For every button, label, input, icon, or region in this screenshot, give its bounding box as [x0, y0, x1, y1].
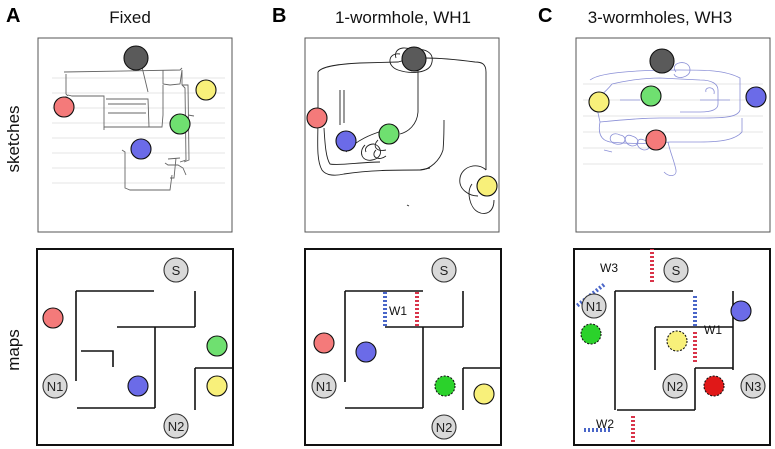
walls-c: [614, 290, 734, 411]
ball-yellow-map-b: [473, 383, 495, 405]
ball-red-map-b: [313, 332, 335, 354]
node-n2-b: N2: [431, 414, 457, 440]
panel-title-c: 3-wormholes, WH3: [588, 8, 733, 27]
svg-text:N2: N2: [436, 420, 453, 435]
ball-red-hidden-map-c: [703, 375, 725, 397]
ball-blue-map-a: [127, 375, 149, 397]
walls-a: [75, 290, 233, 410]
node-s-a: S: [163, 257, 189, 283]
ball-green-a: [169, 113, 191, 135]
wormhole-label-w1-b: W1: [389, 304, 407, 318]
panel-title-a: Fixed: [109, 8, 151, 27]
sketch-strokes-a: [63, 66, 195, 191]
ball-blue-b: [335, 130, 357, 152]
ball-dark-b: [401, 46, 427, 72]
ball-red-c: [645, 129, 667, 151]
ball-red-a: [53, 96, 75, 118]
map-panel-c: W3 W1 W2 S N1 N2 N3: [573, 248, 771, 446]
map-panel-a: S N1 N2: [36, 248, 234, 446]
ball-red-map-a: [42, 307, 64, 329]
ball-yellow-map-a: [206, 375, 228, 397]
wormhole-w1-red-b: [415, 291, 419, 327]
wormhole-w1-red-c: [693, 330, 697, 364]
ball-green-b: [378, 123, 400, 145]
node-n3-c: N3: [740, 373, 766, 399]
sketch-strokes-b: [317, 47, 495, 214]
ball-dark-a: [123, 45, 149, 71]
node-n2-a: N2: [163, 413, 189, 439]
ball-yellow-a: [195, 79, 217, 101]
row-label-sketches: sketches: [4, 105, 23, 172]
svg-text:S: S: [440, 263, 449, 278]
node-n1-c: N1: [581, 293, 607, 319]
node-s-c: S: [663, 257, 689, 283]
ball-yellow-b: [476, 175, 498, 197]
map-panel-b: W1 S N1 N2: [304, 248, 502, 446]
svg-text:N3: N3: [745, 379, 762, 394]
wormhole-w1-blue-b: [383, 291, 387, 327]
ball-yellow-c: [588, 91, 610, 113]
panel-title-b: 1-wormhole, WH1: [335, 8, 471, 27]
svg-text:S: S: [172, 263, 181, 278]
svg-text:N1: N1: [47, 379, 64, 394]
ball-yellow-hidden-map-c: [666, 330, 688, 352]
ball-green-hidden-map-c: [580, 323, 602, 345]
wormhole-w1-blue-c: [693, 296, 697, 328]
ball-red-b: [306, 107, 328, 129]
ball-dark-c: [649, 48, 675, 74]
sketch-panel-b: [304, 37, 500, 233]
svg-text:N2: N2: [667, 379, 684, 394]
svg-text:N2: N2: [168, 419, 185, 434]
wormhole-w2-red-c: [631, 414, 635, 444]
sketch-panel-a: [37, 37, 233, 233]
ball-green-c: [640, 85, 662, 107]
svg-text:S: S: [672, 263, 681, 278]
svg-text:N1: N1: [316, 379, 333, 394]
panel-letter-c: C: [538, 5, 552, 27]
ball-green-hidden-map-b: [434, 375, 456, 397]
wormhole-label-w3-c: W3: [600, 261, 618, 275]
ball-blue-c: [745, 86, 767, 108]
wormhole-w3-red-c: [650, 249, 654, 283]
node-s-b: S: [431, 257, 457, 283]
sketch-panel-c: [575, 37, 771, 233]
panel-letter-b: B: [272, 5, 286, 27]
wormhole-label-w2-c: W2: [596, 417, 614, 431]
svg-text:N1: N1: [586, 299, 603, 314]
wormhole-label-w1-c: W1: [704, 323, 722, 337]
node-n1-b: N1: [311, 373, 337, 399]
row-label-maps: maps: [4, 329, 23, 371]
node-n1-a: N1: [42, 373, 68, 399]
ball-blue-a: [130, 138, 152, 160]
panel-letter-a: A: [6, 5, 20, 27]
ball-green-map-a: [206, 335, 228, 357]
node-n2-c: N2: [662, 373, 688, 399]
ball-blue-map-b: [355, 341, 377, 363]
ball-blue-map-c: [730, 300, 752, 322]
